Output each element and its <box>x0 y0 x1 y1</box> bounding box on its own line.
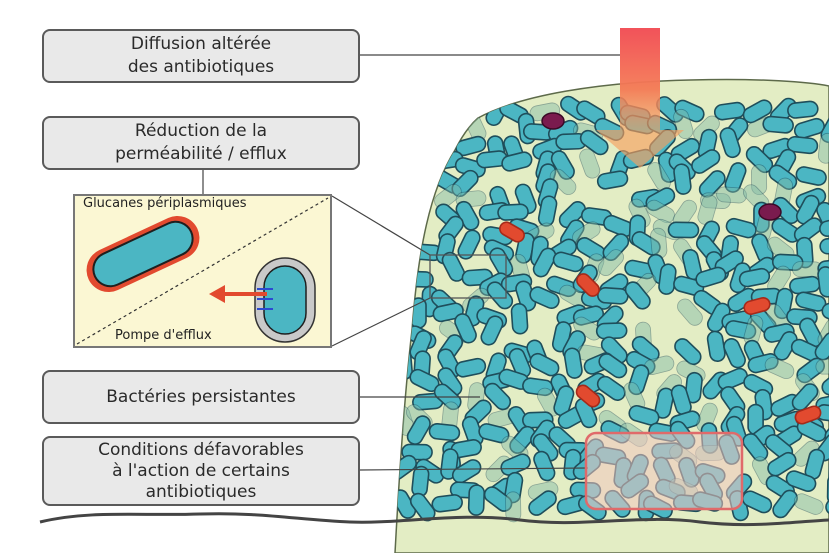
purple-cell <box>542 113 564 129</box>
label-permeability-line1: Réduction de la <box>135 120 267 143</box>
bacterium <box>716 186 747 203</box>
label-diffusion: Diffusion altérée des antibiotiques <box>42 29 360 83</box>
bacterium <box>596 323 627 339</box>
purple-cell <box>759 204 781 220</box>
efflux-bacterium <box>255 258 315 342</box>
label-persisters: Bactéries persistantes <box>42 370 360 424</box>
label-conditions: Conditions défavorables à l'action de ce… <box>42 436 360 506</box>
bacterium <box>498 204 529 221</box>
bacterium <box>597 287 628 304</box>
bacterium <box>650 228 668 259</box>
bacterium <box>787 101 818 119</box>
label-persisters-line1: Bactéries persistantes <box>106 386 296 409</box>
label-conditions-line3: antibiotiques <box>146 482 257 503</box>
bacterium <box>668 222 698 238</box>
bacterium <box>658 263 677 295</box>
label-permeability-line2: perméabilité / efflux <box>115 143 287 166</box>
bacterium <box>763 116 794 134</box>
bacterium <box>789 276 821 295</box>
bacterium <box>403 271 434 287</box>
label-diffusion-line2: des antibiotiques <box>128 56 274 79</box>
bacterium <box>468 485 484 516</box>
inset-artwork <box>75 196 330 346</box>
bacterium <box>429 423 460 441</box>
glucan-bacterium <box>79 209 206 300</box>
label-permeability: Réduction de la perméabilité / efflux <box>42 116 360 170</box>
inset-detail: Glucanes périplasmiques Pompe d'efflux <box>73 194 332 348</box>
label-diffusion-line1: Diffusion altérée <box>131 33 271 56</box>
label-conditions-line1: Conditions défavorables <box>98 440 304 461</box>
bacterium <box>431 494 463 513</box>
inset-efflux-label: Pompe d'efflux <box>115 328 212 343</box>
inset-glucans-label: Glucanes périplasmiques <box>83 196 247 211</box>
bacterium <box>673 163 692 195</box>
bacterium <box>411 466 429 497</box>
bacterium <box>511 303 528 334</box>
unfavorable-zone <box>586 433 742 509</box>
label-conditions-line2: à l'action de certains <box>112 461 290 482</box>
